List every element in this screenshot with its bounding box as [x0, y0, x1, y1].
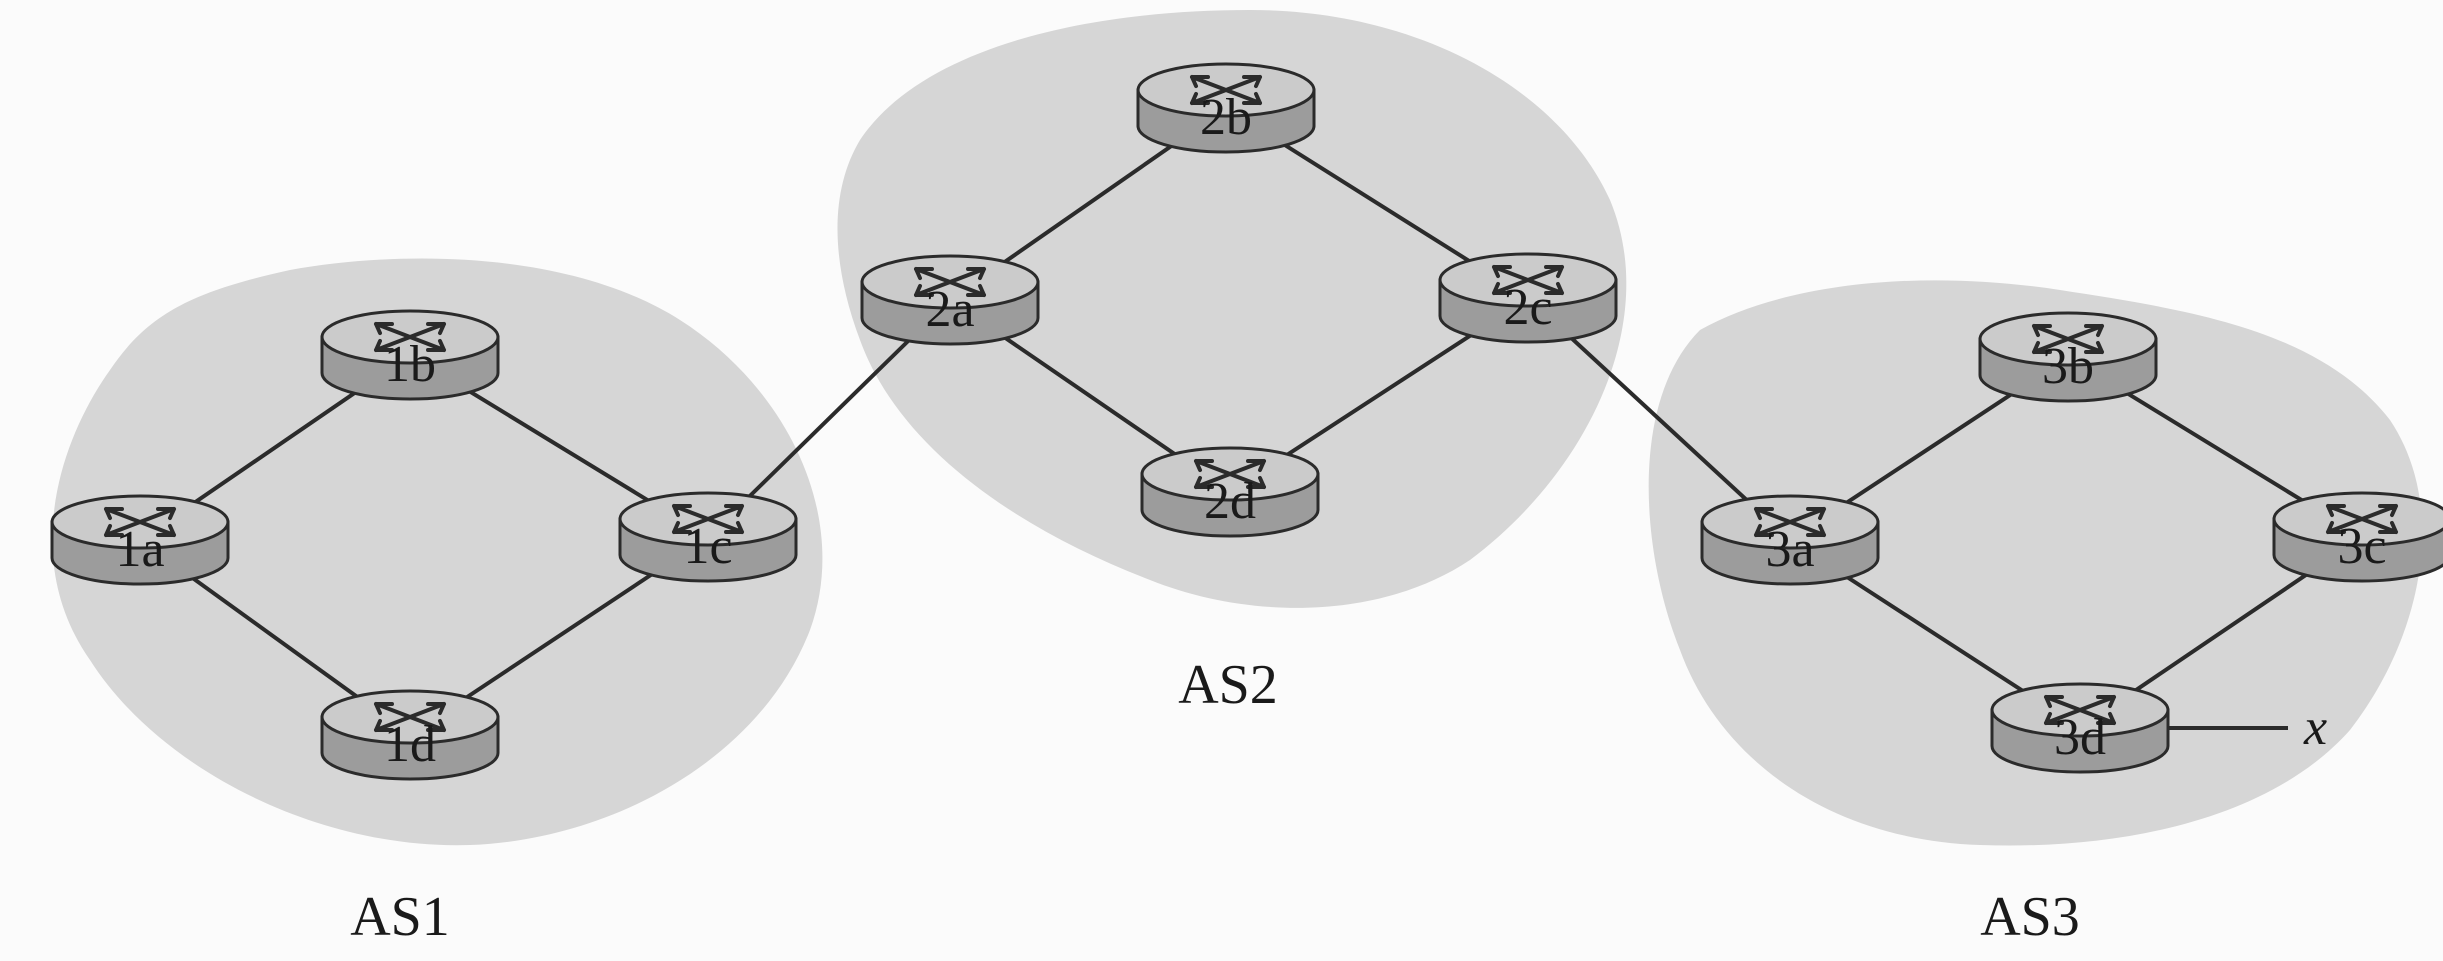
router-icon [1190, 75, 1262, 105]
router-label-1b: 1b [384, 336, 436, 393]
router-icon [2044, 695, 2116, 725]
router-label-1d: 1d [384, 716, 436, 773]
as3-label: AS3 [1980, 886, 2080, 948]
router-2d: 2d [1140, 446, 1320, 538]
router-icon [672, 504, 744, 534]
router-label-3b: 3b [2042, 338, 2094, 395]
as1-region [52, 258, 823, 846]
router-icon [1194, 459, 1266, 489]
router-2a: 2a [860, 254, 1040, 346]
as2-region [837, 10, 1627, 608]
router-label-2b: 2b [1200, 89, 1252, 146]
router-icon [1492, 265, 1564, 295]
router-3a: 3a [1700, 494, 1880, 586]
router-1c: 1c [618, 491, 798, 583]
router-3c: 3c [2272, 491, 2443, 583]
router-label-3c: 3c [2337, 518, 2386, 575]
router-1d: 1d [320, 689, 500, 781]
router-label-3d: 3d [2054, 709, 2106, 766]
router-icon [914, 267, 986, 297]
router-icon [374, 702, 446, 732]
router-1a: 1a [50, 494, 230, 586]
router-icon [374, 322, 446, 352]
router-icon [2326, 504, 2398, 534]
router-label-1c: 1c [683, 518, 732, 575]
router-3b: 3b [1978, 311, 2158, 403]
router-3d: 3d [1990, 682, 2170, 774]
router-2c: 2c [1438, 252, 1618, 344]
as2-label: AS2 [1178, 654, 1278, 716]
router-2b: 2b [1136, 62, 1316, 154]
router-label-2a: 2a [925, 281, 974, 338]
router-1b: 1b [320, 309, 500, 401]
router-label-2d: 2d [1204, 473, 1256, 530]
routers-layer: 1a 1b 1c 1d 2a 2b 2c 2d 3a 3b 3c 3d [50, 62, 2443, 781]
router-label-1a: 1a [115, 521, 164, 578]
as1-label: AS1 [350, 886, 450, 948]
router-icon [1754, 507, 1826, 537]
external-destination-label: x [2303, 699, 2327, 756]
as3-region [1648, 280, 2423, 846]
router-label-2c: 2c [1503, 279, 1552, 336]
router-icon [2032, 324, 2104, 354]
router-icon [104, 507, 176, 537]
router-label-3a: 3a [1765, 521, 1814, 578]
